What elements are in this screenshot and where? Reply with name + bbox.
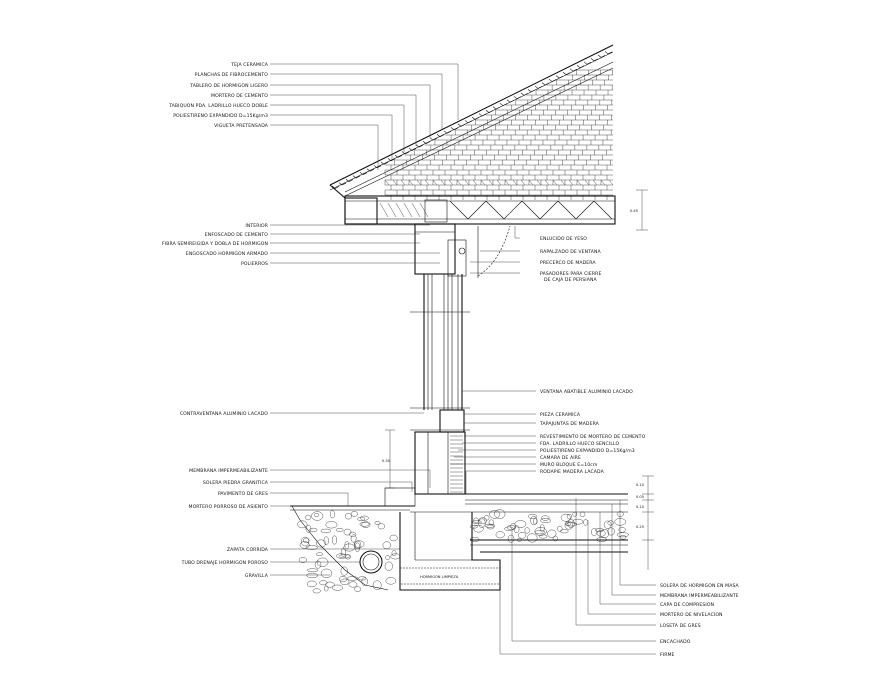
roof-labels-4: TABIQUON PDA. LADRILLO HUECO DOBLE [168,103,268,109]
floor-labels-3: MORTERO DE NIVELACION [660,612,723,618]
left-base-labels-3: PAVIMENTO DE GRES [218,491,268,497]
left-base-labels-5: ZAPATA CORRIDA [227,547,269,553]
foundation-section [290,487,629,594]
gravel-fill [297,509,629,594]
wall-labels-1: PIEZA CERAMICA [540,412,581,418]
roof-labels: TEJA CERAMICA PLANCHAS DE FIBROCEMENTO TAB… [168,62,459,170]
wall-labels-5: POLIESTIRENO EXPANDIDO D=15Kg/m3 [540,448,635,454]
wall-window-section [410,223,511,495]
left-base-labels-7: GRAVILLA [245,573,269,579]
wall-labels-0: VENTANA ABATIBLE ALUMINIO LACADO [540,389,633,395]
footing-note: HORMIGON LIMPIEZA [420,575,459,579]
left-base-labels-6: TUBO DRENAJE HORMIGON POROSO [181,560,269,566]
floor-labels-6: FIRME [660,652,675,658]
left-base-labels-2: SOLERA PIEDRA GRANITICA [203,480,269,486]
dim-floor-d: 0.25 [636,525,644,529]
eave-labels: INTERIOR ENFOSCADO DE CEMENTO FIBRA SEMIRE… [162,223,440,267]
window-labels-0: ENLUCIDO DE YESO [540,236,587,242]
wall-labels-4: FDA. LADRILLO HUECO SENCILLO [540,441,619,447]
dim-sill: 0.30 [382,459,391,463]
window-labels: ENLUCIDO DE YESO RAPALZADO DE VENTANA PREC… [470,226,602,283]
window-labels-1: RAPALZADO DE VENTANA [540,249,602,255]
left-base-labels: CONTRAVENTANA ALUMINIO LACADO MEMBRANA IM… [180,411,431,579]
eave-labels-0: INTERIOR [245,223,268,229]
roof-section [329,44,616,225]
wall-labels: VENTANA ABATIBLE ALUMINIO LACADO PIEZA CE… [450,389,646,494]
roof-tiles [331,51,613,189]
dimension-lines: 0.45 0.30 0.10 0.05 0.10 0.25 [382,189,654,570]
dim-floor-a: 0.10 [636,483,645,487]
wall-labels-3: REVESTIMIENTO DE MORTERO DE CEMENTO [540,434,646,440]
floor-labels-1: MEMBRANA IMPERMEABILIZANTE [660,593,739,599]
roof-labels-1: PLANCHAS DE FIBROCEMENTO [195,72,269,78]
eave-labels-3: ENGOSCADO HORMIGON ARMADO [186,251,268,257]
floor-labels: SOLERA DE HORMIGON EN MASA MEMBRANA IMPER… [499,498,740,658]
floor-labels-0: SOLERA DE HORMIGON EN MASA [660,583,740,589]
window-frame-lines [410,274,470,410]
wall-labels-2: TAPAJUNTAS DE MADERA [539,421,600,427]
floor-labels-2: CAPA DE COMPRESION [660,602,714,608]
lattice-beam [379,200,613,220]
roof-labels-0: TEJA CERAMICA [230,62,269,68]
eave-labels-1: ENFOSCADO DE CEMENTO [205,232,268,238]
dim-floor-b: 0.05 [636,495,644,499]
roof-labels-3: MORTERO DE CEMENTO [211,93,268,99]
eave-labels-2: FIBRA SEMIREIGIDA Y DOBLA DE HORMIGON [162,241,268,247]
left-base-labels-0: CONTRAVENTANA ALUMINIO LACADO [180,411,268,417]
floor-labels-4: LOSETA DE GRES [660,623,701,629]
left-base-labels-4: MORTERO PORROSO DE ASIENTO [189,504,269,510]
dim-floor-c: 0.10 [636,505,645,509]
roof-labels-2: TABLERO DE HORMIGON LIGERO [189,83,268,89]
window-labels-4: DE CAJA DE PERSIANA [544,277,598,283]
window-labels-3: PASADORES PARA CIERRE [540,271,601,277]
roof-labels-6: VIGUETA PRETENSADA [214,123,269,129]
left-base-labels-1: MEMBRANA IMPERMEABILIZANTE [189,468,268,474]
eave-labels-4: POLIERROS [241,261,268,267]
dim-roof: 0.45 [630,209,638,213]
wall-labels-6: CAMARA DE AIRE [540,455,581,461]
roof-labels-5: POLIESTIRENO EXPANDIDO D=15Kg/m3 [173,113,268,119]
roof-brick-infill [384,69,614,200]
wall-labels-7: MURO BLOQUE E=10cm [540,462,598,468]
floor-labels-5: ENCACHADO [660,639,691,645]
window-labels-2: PRECERCO DE MADERA [540,260,596,266]
wall-labels-8: RODAPIE MADERA LACADA [540,469,605,475]
